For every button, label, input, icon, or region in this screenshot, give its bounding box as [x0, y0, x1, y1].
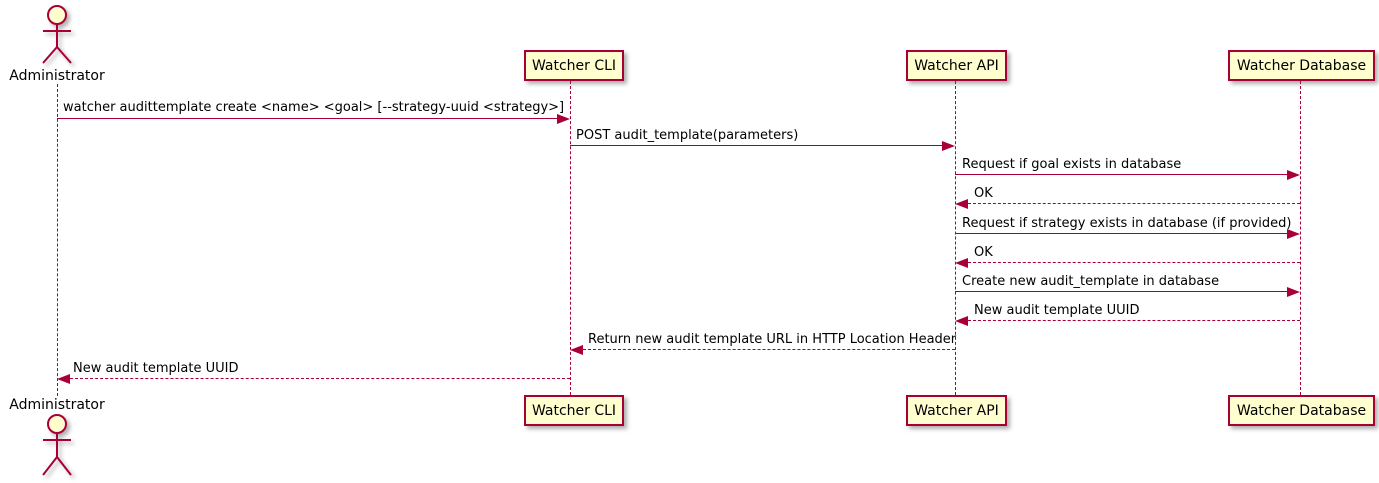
- arrowhead: [955, 258, 968, 268]
- arrowhead: [57, 374, 70, 384]
- participant-label: Watcher CLI: [531, 57, 617, 74]
- message-label: watcher audittemplate create <name> <goa…: [63, 100, 565, 115]
- message-label: POST audit_template(parameters): [576, 128, 799, 143]
- lifeline-watcher-api: [955, 81, 956, 395]
- actor-label-top: Administrator: [9, 68, 105, 84]
- participant-watcher-database-top: Watcher Database: [1228, 50, 1375, 81]
- message-line: [968, 320, 1300, 321]
- participant-label: Watcher API: [914, 57, 999, 74]
- message-label: New audit template UUID: [73, 361, 239, 376]
- arrowhead: [1287, 229, 1300, 239]
- message-line: [570, 145, 942, 146]
- participant-watcher-api-top: Watcher API: [906, 50, 1007, 81]
- participant-label: Watcher Database: [1236, 57, 1367, 74]
- message-line: [955, 233, 1287, 234]
- message-line: [70, 378, 570, 379]
- actor-icon: [42, 414, 72, 476]
- message-label: OK: [974, 186, 993, 201]
- arrowhead: [1287, 287, 1300, 297]
- message-line: [955, 291, 1287, 292]
- message-line: [955, 174, 1287, 175]
- message-label: Create new audit_template in database: [962, 274, 1220, 289]
- message-line: [583, 349, 955, 350]
- participant-watcher-api-bottom: Watcher API: [906, 395, 1007, 426]
- arrowhead: [955, 316, 968, 326]
- arrowhead: [942, 141, 955, 151]
- participant-label: Watcher CLI: [531, 402, 617, 419]
- message-label: New audit template UUID: [974, 303, 1140, 318]
- message-line: [968, 203, 1300, 204]
- actor-icon: [42, 5, 72, 64]
- arrowhead: [1287, 170, 1300, 180]
- participant-watcher-cli-bottom: Watcher CLI: [524, 395, 624, 426]
- message-label: Return new audit template URL in HTTP Lo…: [588, 332, 957, 347]
- message-label: Request if goal exists in database: [962, 157, 1182, 172]
- participant-label: Watcher API: [914, 402, 999, 419]
- lifeline-watcher-cli: [570, 81, 571, 395]
- arrowhead: [955, 199, 968, 209]
- lifeline-watcher-database: [1300, 81, 1301, 395]
- message-label: OK: [974, 245, 993, 260]
- message-line: [57, 118, 557, 119]
- arrowhead: [557, 114, 570, 124]
- actor-label-bottom: Administrator: [9, 397, 105, 413]
- participant-label: Watcher Database: [1236, 402, 1367, 419]
- message-label: Request if strategy exists in database (…: [962, 216, 1292, 231]
- arrowhead: [570, 345, 583, 355]
- lifeline-administrator: [57, 84, 58, 396]
- participant-watcher-cli-top: Watcher CLI: [524, 50, 624, 81]
- participant-watcher-database-bottom: Watcher Database: [1228, 395, 1375, 426]
- message-line: [968, 262, 1300, 263]
